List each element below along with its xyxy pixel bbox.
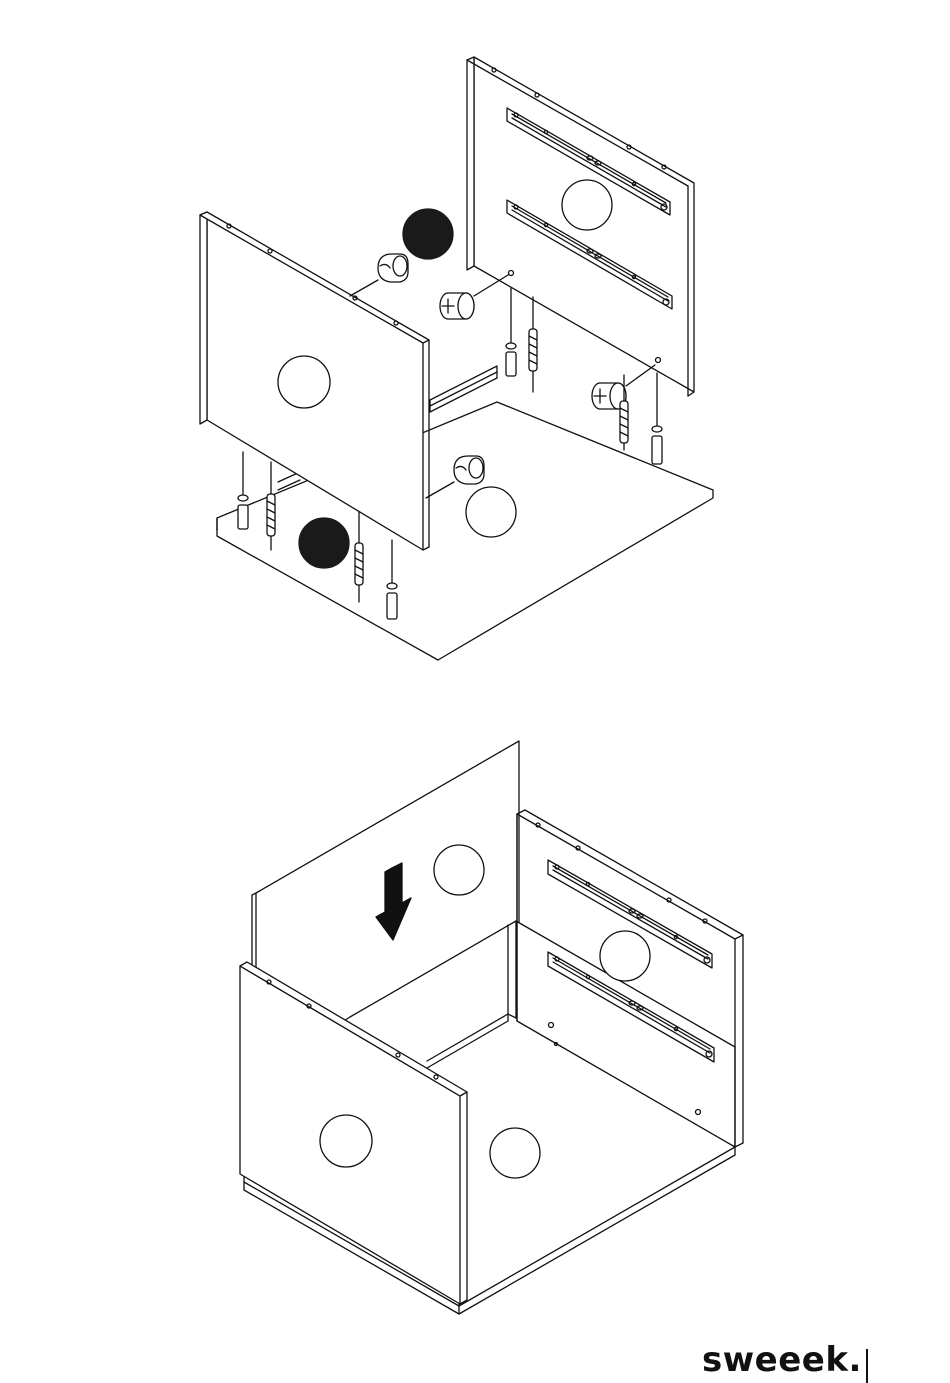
hardware-marker-dot	[403, 209, 453, 259]
screw-anchor	[506, 288, 516, 376]
part-callout-circle	[434, 845, 484, 895]
dowel-hole	[576, 846, 580, 850]
screw-anchor	[238, 452, 248, 529]
part-callout-circle	[600, 931, 650, 981]
dowel-hole	[667, 898, 671, 902]
dowel-hole	[536, 823, 540, 827]
part-callout-circle	[320, 1115, 372, 1167]
right-side-panel	[467, 57, 694, 396]
cam-lock-housing	[350, 254, 408, 296]
cam-bolt	[440, 275, 508, 319]
part-callout-circle	[466, 487, 516, 537]
wooden-dowel	[529, 297, 537, 392]
brand-divider	[866, 1349, 868, 1383]
assembled-view	[240, 741, 743, 1314]
hardware-marker-dot	[299, 518, 349, 568]
brand-logo: sweeek.	[702, 1343, 862, 1377]
part-callout-circle	[562, 180, 612, 230]
screw-anchor	[652, 373, 662, 464]
exploded-view	[200, 57, 713, 660]
part-callout-circle	[490, 1128, 540, 1178]
part-callout-circle	[278, 356, 330, 408]
dowel-hole	[703, 919, 707, 923]
